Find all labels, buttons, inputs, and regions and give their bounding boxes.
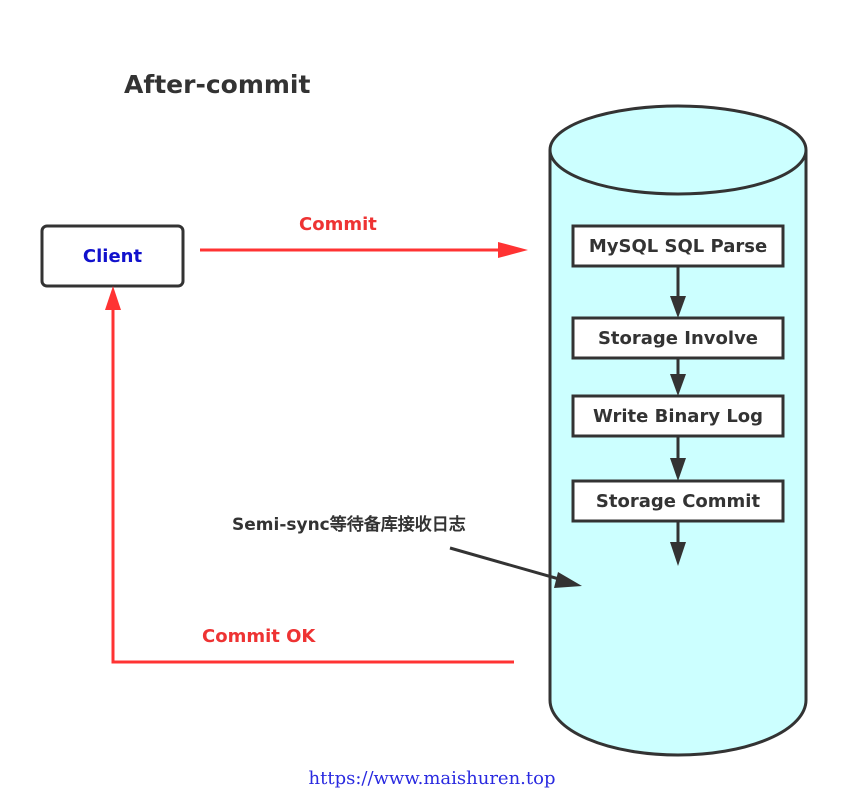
footer-url: https://www.maishuren.top [308, 768, 556, 789]
semi-sync-pointer-arrow [449, 546, 582, 588]
diagram-title: After-commit [124, 70, 311, 99]
client-label: Client [82, 245, 143, 267]
commit-ok-label: Commit OK [202, 626, 316, 647]
flow-arrow-4 [670, 521, 686, 566]
step-label-storage-involve: Storage Involve [597, 328, 759, 349]
step-label-write-binlog: Write Binary Log [592, 406, 764, 427]
step-label-mysql-parse: MySQL SQL Parse [588, 236, 768, 257]
commit-ok-arrow [105, 286, 514, 664]
flow-arrow-1 [670, 266, 686, 318]
commit-label: Commit [299, 214, 377, 235]
step-box-write-binlog [571, 394, 785, 438]
client-box [40, 224, 185, 288]
step-label-storage-commit: Storage Commit [595, 491, 761, 512]
step-box-mysql-parse [571, 224, 785, 268]
flow-arrow-2 [670, 358, 686, 396]
commit-arrow [200, 242, 528, 258]
flow-arrow-3 [670, 436, 686, 481]
semi-sync-note: Semi-sync等待备库接收日志 [232, 515, 466, 535]
